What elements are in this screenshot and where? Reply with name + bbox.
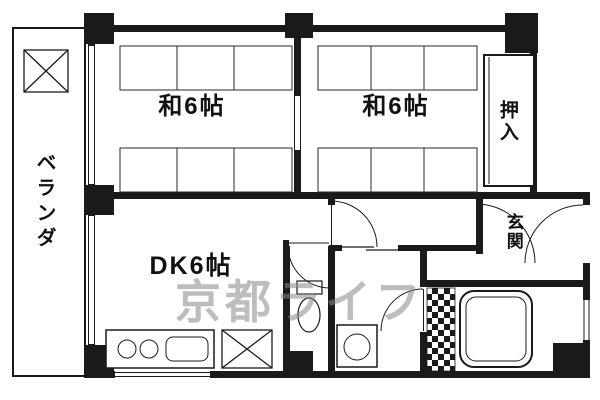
kitchen-sink-icon [165,336,209,362]
wall-middle-horizontal [88,192,590,199]
tatami-lines [119,45,478,193]
wall-entrance-stub [476,199,483,254]
wall-hall-left [328,199,335,378]
balcony-hatch-box-icon [23,49,69,93]
bathroom-door-arc [380,288,424,332]
closet-box [483,54,535,187]
entrance-step-arc [475,203,536,264]
refrigerator-space-icon [221,329,273,369]
pillar-left-middle [84,185,114,215]
pillar-top-middle [285,13,313,38]
toilet-door-arc [287,245,331,289]
wall-right-lower [583,199,590,378]
pillar-bottom-right [553,343,590,378]
balcony-label: ベランダ [33,152,55,252]
bathroom-tile-strip [426,287,456,372]
washbasin-icon [336,324,378,368]
window-balcony-lower [89,216,94,344]
window-bath [583,300,590,340]
stove-burner-icon [117,339,137,359]
front-door-opening [583,205,590,263]
japanese-room-2-label: 和6帖 [362,93,430,120]
walls [84,13,590,378]
washroom-sliding-door-opening [342,245,398,251]
wall-bottom [88,371,590,378]
window-kitchen [115,371,210,378]
pillar-top-right [505,13,538,53]
closet-label: 押入 [496,100,518,144]
stove-burner-icon [139,339,159,359]
japanese-room-1-label: 和6帖 [158,93,226,120]
wall-hall-bottom [332,245,480,251]
pillar-bottom-middle [284,351,313,378]
window-balcony-upper [89,46,94,184]
door-arcs [287,200,584,332]
bathtub-icon [459,290,533,368]
dining-kitchen-label: DK6帖 [149,252,233,280]
fusuma-room-divider [295,96,300,150]
toilet-icon [296,280,323,333]
entrance-label: 玄関 [503,213,523,251]
wall-toilet-left [283,240,290,378]
front-door-arc [524,204,584,264]
wall-bath-top [420,280,590,287]
kitchen-unit-icon [105,329,215,369]
pillar-top-left [84,13,114,44]
dk-door-arc [330,200,378,248]
